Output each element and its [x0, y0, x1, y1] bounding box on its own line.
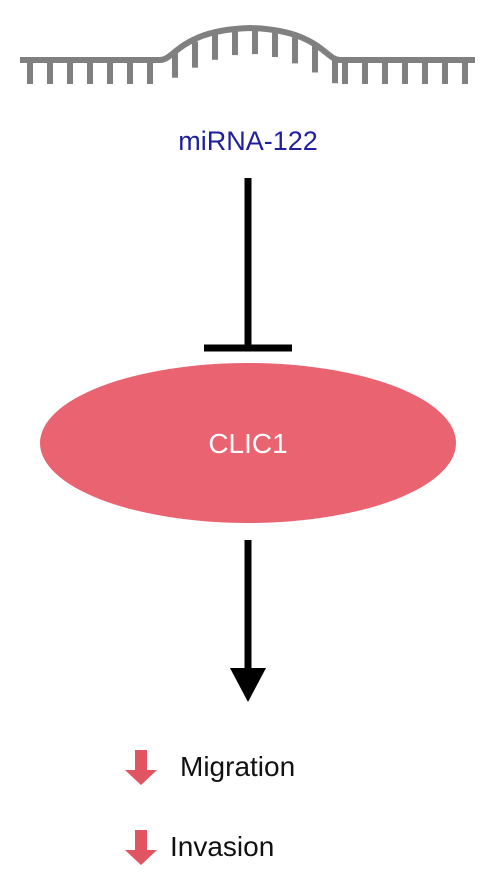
decrease-arrow-icon	[125, 830, 157, 865]
outcome-invasion: Invasion	[125, 830, 274, 865]
decrease-arrow-icon	[125, 750, 157, 785]
clic1-ellipse	[40, 363, 456, 523]
mirna-label: miRNA-122	[178, 126, 318, 156]
inhibition-bar-icon	[204, 178, 292, 352]
outcome-label: Migration	[180, 751, 295, 782]
outcome-label: Invasion	[170, 831, 274, 862]
arrow-down-icon	[230, 540, 266, 702]
clic1-node: CLIC1	[40, 363, 456, 523]
mirna-hairpin-icon	[20, 25, 475, 84]
clic1-label: CLIC1	[208, 428, 287, 459]
outcome-migration: Migration	[125, 750, 295, 785]
